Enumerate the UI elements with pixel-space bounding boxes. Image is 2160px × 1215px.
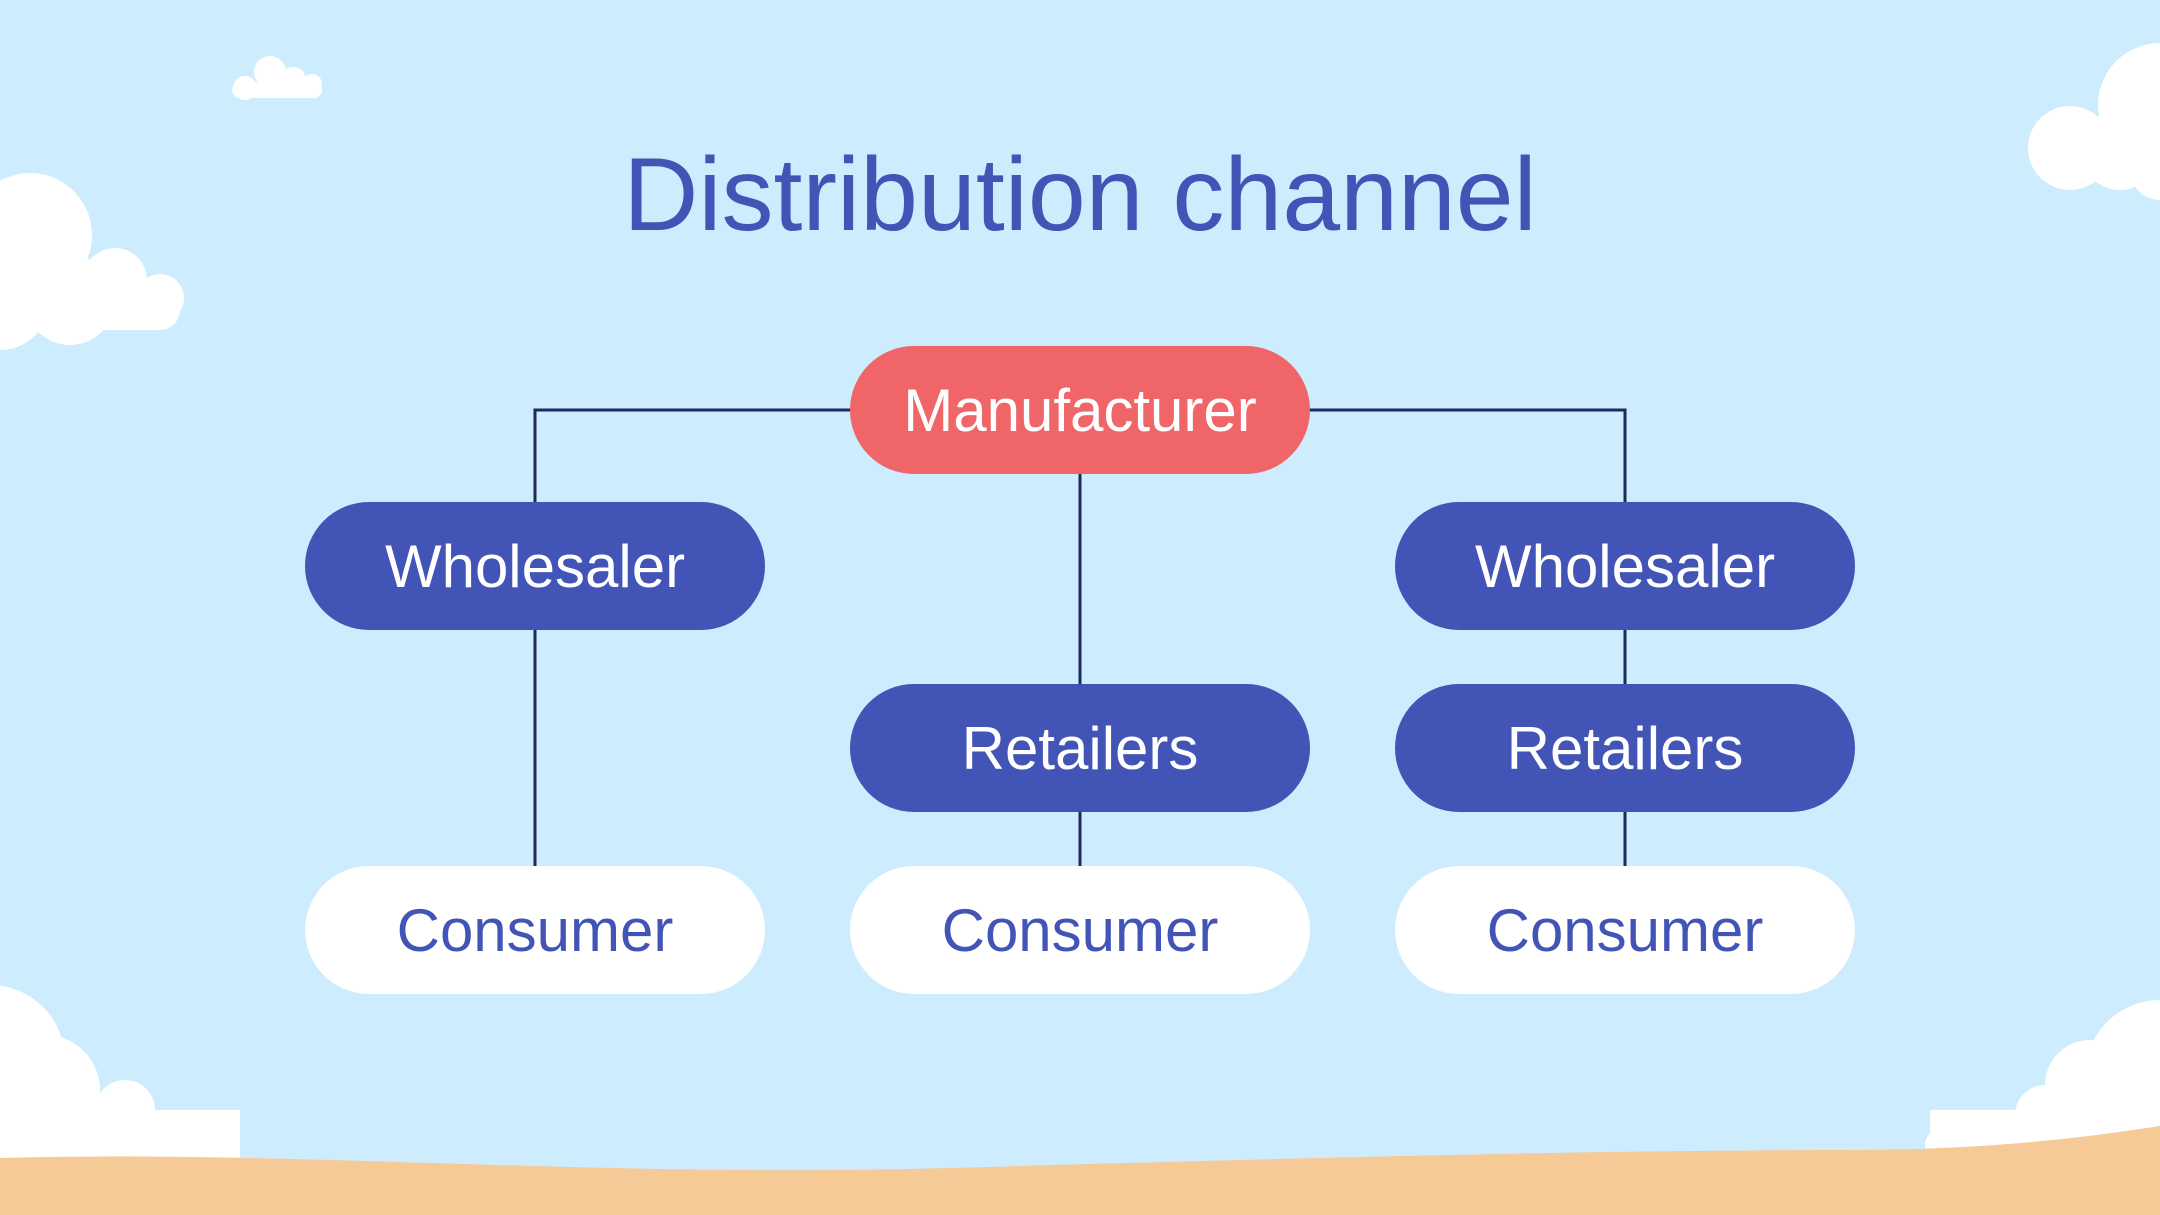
node-label: Consumer	[396, 896, 674, 964]
node-label: Retailers	[961, 714, 1199, 782]
node-retailers-right: Retailers	[1395, 684, 1855, 812]
node-consumer-left: Consumer	[305, 866, 765, 994]
connector-manufacturer-wholesaler-left	[533, 408, 851, 502]
slide-title: Distribution channel	[623, 137, 1537, 253]
sand-ground	[0, 1126, 2160, 1215]
cloud-small-top-left	[232, 56, 322, 100]
connector-manufacturer-wholesaler-right	[1308, 408, 1627, 502]
node-wholesaler-left: Wholesaler	[305, 502, 765, 630]
node-manufacturer: Manufacturer	[850, 346, 1310, 474]
node-label: Manufacturer	[903, 376, 1257, 444]
cloud-top-right	[2028, 43, 2160, 200]
node-consumer-center: Consumer	[850, 866, 1310, 994]
node-label: Wholesaler	[1474, 532, 1776, 600]
node-retailers-center: Retailers	[850, 684, 1310, 812]
node-label: Consumer	[1486, 896, 1764, 964]
node-wholesaler-right: Wholesaler	[1395, 502, 1855, 630]
node-label: Wholesaler	[384, 532, 686, 600]
cloud-left	[0, 173, 184, 350]
node-label: Consumer	[941, 896, 1219, 964]
node-consumer-right: Consumer	[1395, 866, 1855, 994]
node-label: Retailers	[1506, 714, 1744, 782]
